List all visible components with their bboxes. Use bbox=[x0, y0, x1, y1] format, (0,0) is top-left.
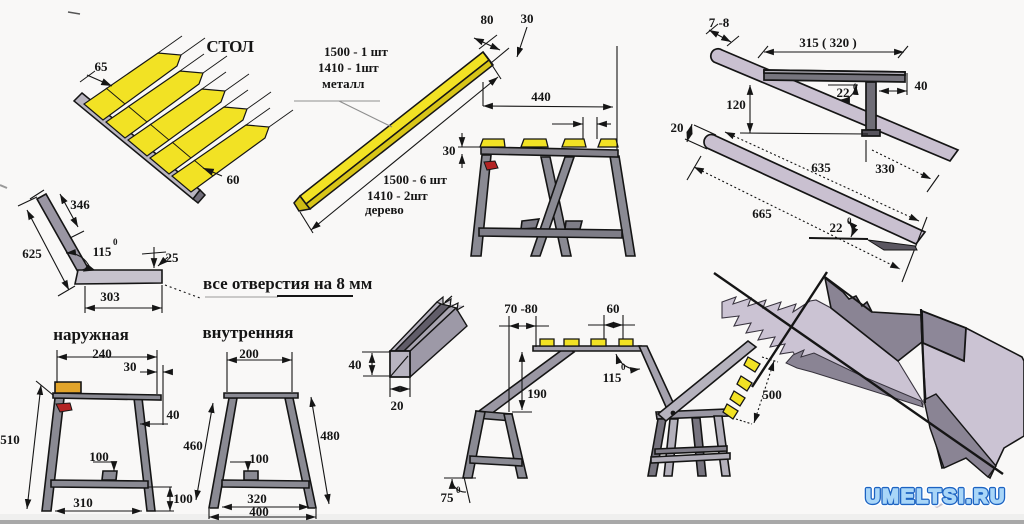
svg-text:наружная: наружная bbox=[53, 325, 129, 344]
svg-text:30: 30 bbox=[124, 359, 137, 374]
svg-text:100: 100 bbox=[89, 449, 109, 464]
svg-text:510: 510 bbox=[0, 432, 20, 447]
svg-text:70 -80: 70 -80 bbox=[504, 301, 538, 316]
svg-text:внутренняя: внутренняя bbox=[202, 323, 293, 342]
svg-text:190: 190 bbox=[527, 386, 547, 401]
svg-text:115: 115 bbox=[93, 244, 112, 259]
svg-text:625: 625 bbox=[22, 246, 42, 261]
svg-text:115: 115 bbox=[603, 370, 622, 385]
svg-text:635: 635 bbox=[811, 160, 831, 175]
svg-text:0: 0 bbox=[853, 82, 858, 92]
svg-text:65: 65 bbox=[95, 59, 109, 74]
svg-text:20: 20 bbox=[671, 120, 684, 135]
svg-text:1410 - 1шт: 1410 - 1шт bbox=[318, 60, 379, 75]
svg-text:310: 310 bbox=[73, 495, 93, 510]
svg-text:0: 0 bbox=[621, 362, 626, 372]
svg-text:1500 - 6 шт: 1500 - 6 шт bbox=[383, 172, 448, 187]
svg-text:460: 460 bbox=[183, 438, 203, 453]
svg-text:40: 40 bbox=[167, 407, 180, 422]
svg-text:22: 22 bbox=[830, 220, 843, 235]
svg-text:все отверстия на 8 мм: все отверстия на 8 мм bbox=[203, 274, 373, 293]
svg-text:80: 80 bbox=[481, 12, 494, 27]
svg-text:СТОЛ: СТОЛ bbox=[206, 37, 254, 56]
svg-text:346: 346 bbox=[70, 197, 90, 212]
svg-text:7 -8: 7 -8 bbox=[709, 15, 730, 30]
svg-text:25: 25 bbox=[166, 250, 180, 265]
svg-text:60: 60 bbox=[607, 301, 620, 316]
svg-text:665: 665 bbox=[752, 206, 772, 221]
svg-text:100: 100 bbox=[249, 451, 269, 466]
svg-text:500: 500 bbox=[762, 387, 782, 402]
svg-text:0: 0 bbox=[113, 237, 118, 247]
svg-text:120: 120 bbox=[726, 97, 746, 112]
svg-text:400: 400 bbox=[249, 504, 269, 519]
svg-text:1410 - 2шт: 1410 - 2шт bbox=[367, 188, 428, 203]
svg-text:480: 480 bbox=[320, 428, 340, 443]
svg-text:200: 200 bbox=[239, 346, 259, 361]
svg-text:330: 330 bbox=[875, 161, 895, 176]
svg-text:0: 0 bbox=[456, 485, 461, 495]
svg-text:320: 320 bbox=[247, 491, 267, 506]
svg-text:303: 303 bbox=[100, 289, 120, 304]
svg-text:22: 22 bbox=[837, 85, 850, 100]
svg-text:UMELTSI.RU: UMELTSI.RU bbox=[866, 486, 1007, 508]
svg-text:дерево: дерево bbox=[365, 202, 404, 217]
svg-text:440: 440 bbox=[531, 89, 551, 104]
svg-text:240: 240 bbox=[92, 346, 112, 361]
svg-text:UMELTSI.RU: UMELTSI.RU bbox=[866, 486, 1007, 508]
svg-text:0: 0 bbox=[847, 216, 852, 226]
svg-text:315 ( 320 ): 315 ( 320 ) bbox=[799, 35, 856, 50]
svg-text:UMELTSI.RU: UMELTSI.RU bbox=[866, 486, 1007, 508]
svg-text:20: 20 bbox=[391, 398, 404, 413]
svg-text:40: 40 bbox=[915, 78, 928, 93]
svg-text:100: 100 bbox=[173, 491, 193, 506]
svg-text:60: 60 bbox=[227, 172, 240, 187]
svg-text:металл: металл bbox=[322, 76, 364, 91]
svg-text:40: 40 bbox=[349, 357, 362, 372]
svg-text:75: 75 bbox=[441, 490, 455, 505]
svg-text:30: 30 bbox=[521, 11, 534, 26]
svg-text:30: 30 bbox=[443, 143, 456, 158]
svg-text:1500 - 1 шт: 1500 - 1 шт bbox=[324, 44, 389, 59]
